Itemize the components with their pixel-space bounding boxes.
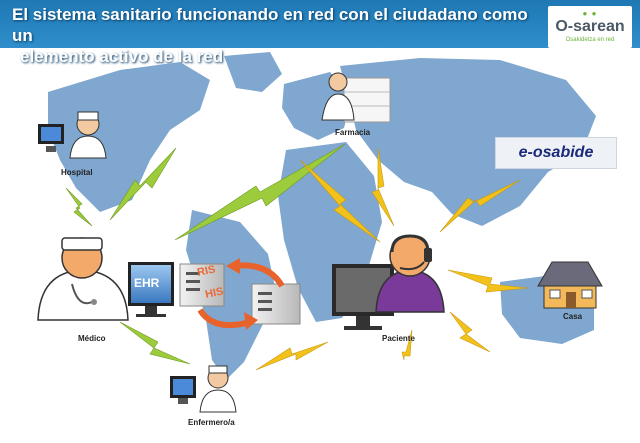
his-label: HIS	[204, 285, 224, 301]
label-hospital: Hospital	[61, 168, 93, 177]
logo-mark-icon: ● ●	[582, 9, 598, 18]
lightning-hospital-paciente	[299, 159, 381, 243]
osarean-logo: ● ● O-sarean Osakidetza en red	[548, 6, 632, 48]
logo-name: O-sarean	[555, 18, 625, 35]
lightning-paciente-enfermero	[255, 341, 329, 371]
paciente-node	[332, 234, 445, 330]
lightning-medico-enfermero	[119, 321, 191, 365]
ris-label: RIS	[196, 263, 216, 279]
arrow-head-ris	[226, 258, 240, 274]
medico-node	[37, 237, 129, 321]
page-title: El sistema sanitario funcionando en red …	[12, 4, 532, 67]
title-line-1: El sistema sanitario funcionando en red …	[12, 5, 528, 45]
lightning-medico-farmacia	[174, 143, 346, 241]
lightning-paciente-down	[401, 329, 413, 361]
green-connections	[65, 143, 346, 365]
enfermero-node	[170, 365, 237, 413]
server-his	[251, 283, 301, 325]
label-enfermero: Enfermero/a	[188, 418, 235, 427]
logo-tagline: Osakidetza en red	[565, 37, 615, 43]
label-farmacia: Farmacia	[335, 128, 371, 137]
lightning-medico-hospital	[109, 147, 177, 221]
arrow-head-his	[244, 312, 258, 330]
world-map	[48, 52, 596, 380]
hospital-node	[38, 111, 107, 159]
label-medico: Médico	[78, 334, 106, 343]
casa-node	[537, 261, 603, 309]
farmacia-node	[321, 72, 391, 123]
lightning-hospital-medico	[65, 187, 93, 227]
label-casa: Casa	[563, 312, 583, 321]
yellow-connections	[255, 147, 529, 371]
header-bar: El sistema sanitario funcionando en red …	[0, 0, 640, 66]
ehr-label: EHR	[134, 276, 160, 290]
server-ris	[179, 263, 225, 307]
title-line-2: elemento activo de la red	[20, 47, 224, 66]
e-osabide-logo: e-osabide	[495, 137, 617, 169]
lightning-paciente-casa	[447, 269, 529, 293]
network-diagram: EHR RIS HIS	[37, 52, 603, 413]
lightning-farmacia-paciente	[371, 147, 395, 227]
lightning-paciente-right	[449, 311, 491, 353]
ehr-monitor	[128, 262, 174, 317]
label-paciente: Paciente	[382, 334, 415, 343]
lightning-osabide-paciente	[439, 179, 521, 233]
e-osabide-text: e-osabide	[518, 144, 594, 161]
arrow-ris-to-his	[197, 308, 251, 328]
